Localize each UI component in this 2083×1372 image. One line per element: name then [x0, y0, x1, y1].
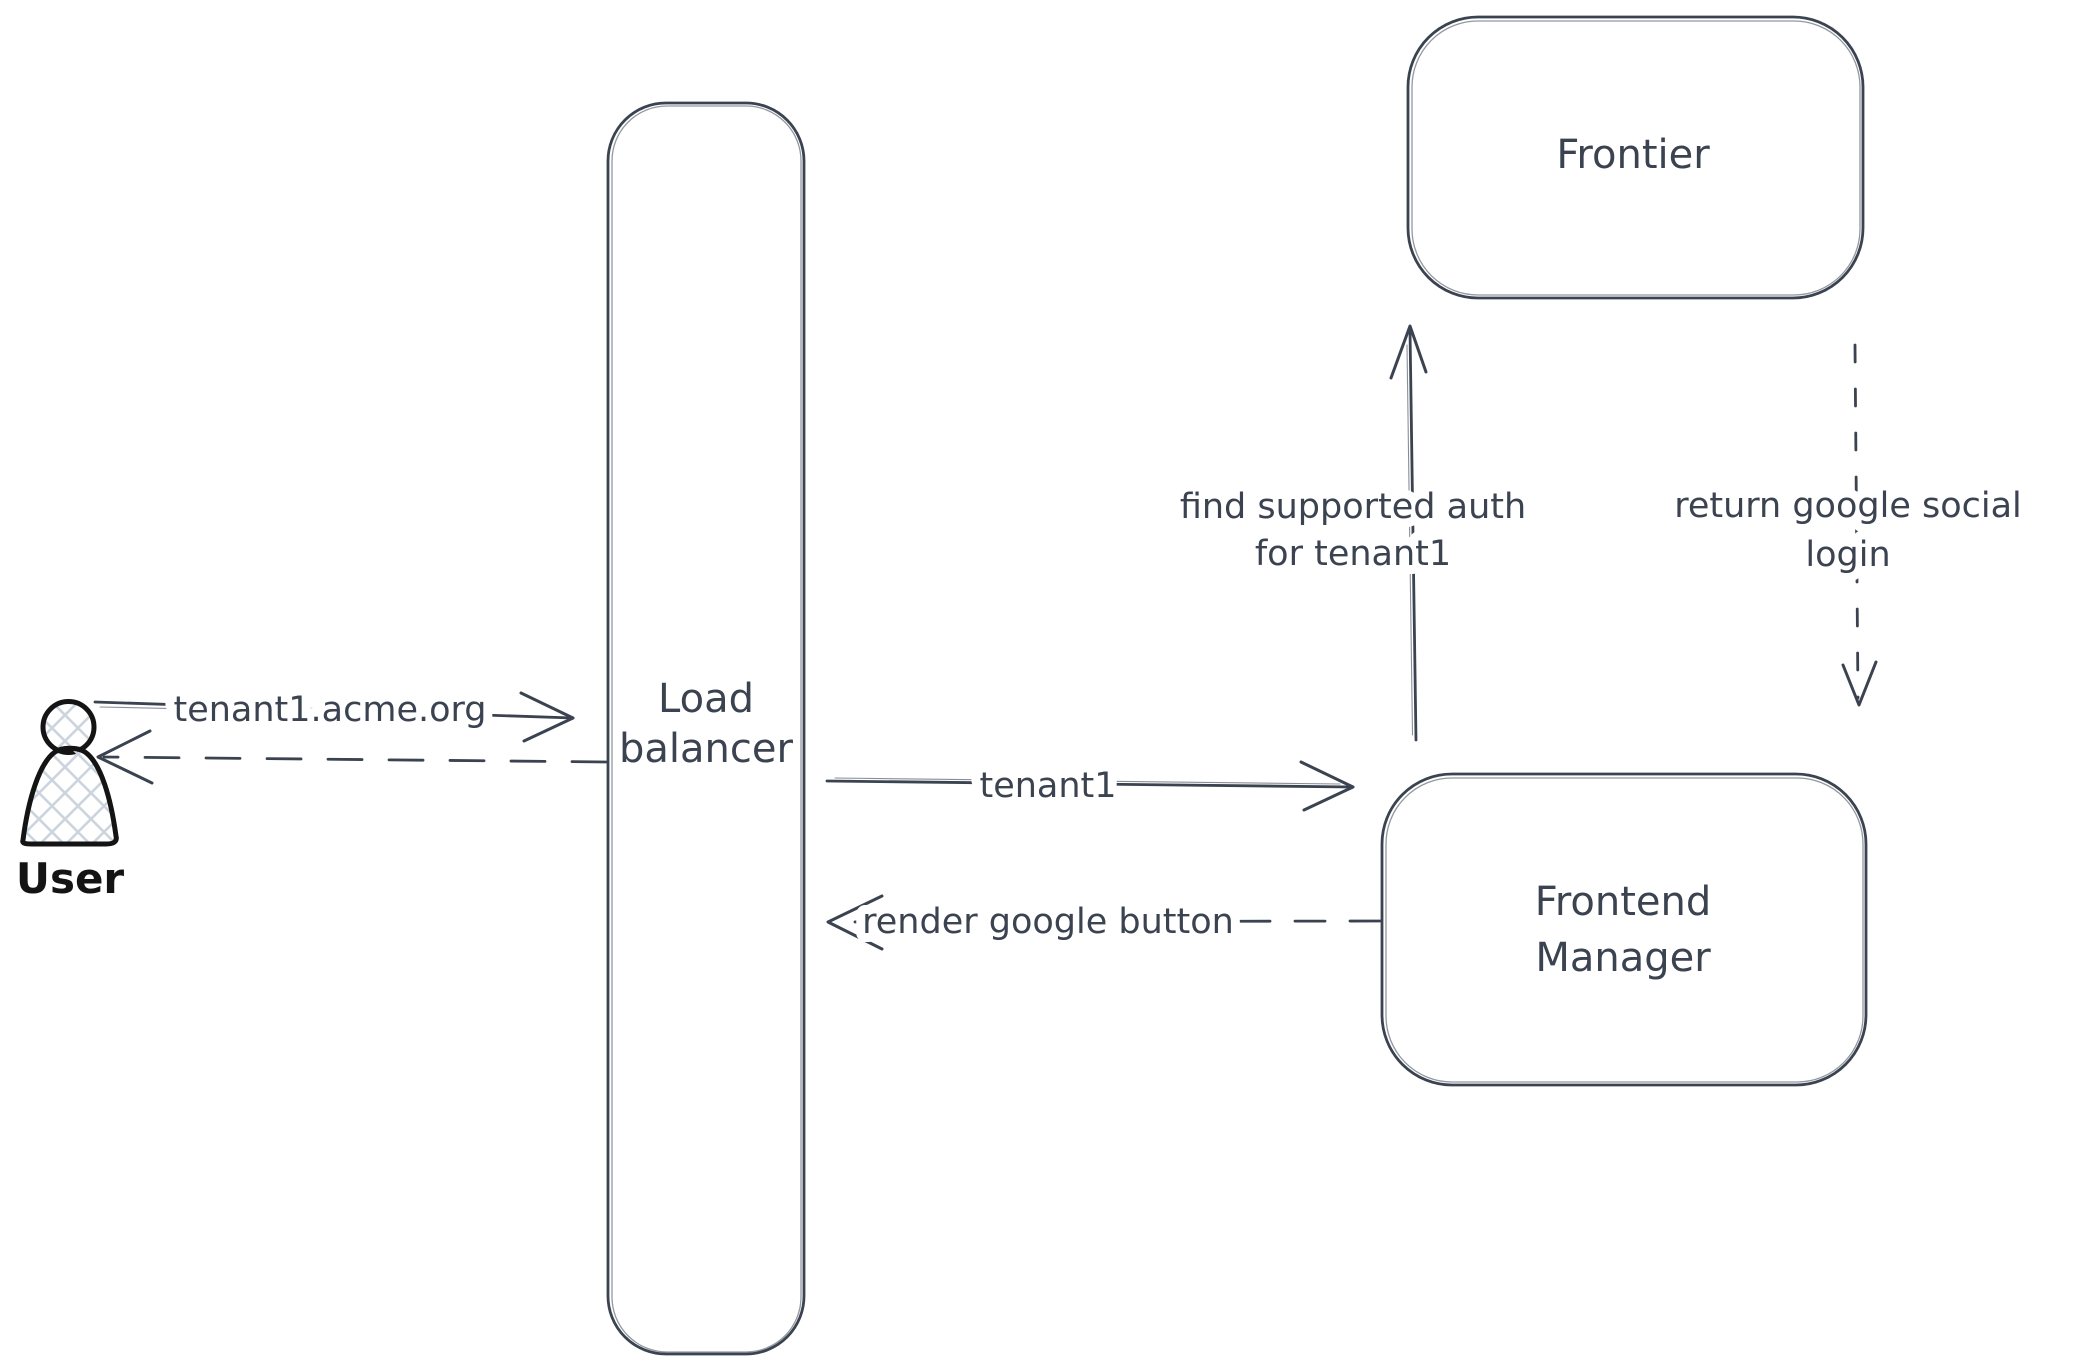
node-frontend-manager-label-line1: Frontend — [1535, 879, 1712, 925]
node-load-balancer-label-line2: balancer — [619, 726, 793, 772]
arrowhead-left-icon — [96, 729, 154, 785]
user-head-icon — [40, 699, 97, 755]
node-frontier-label: Frontier — [1556, 132, 1710, 178]
arrowhead-down-icon — [1841, 660, 1878, 707]
edge-tenant1-label: tenant1 — [979, 766, 1116, 806]
arrowhead-right-icon — [519, 691, 575, 743]
actor-user: User — [11, 699, 129, 908]
node-frontend-manager: Frontend Manager — [1380, 772, 1868, 1087]
node-frontend-manager-label-line2: Manager — [1535, 935, 1711, 981]
edge-find-supported-auth-label-line2: for tenant1 — [1255, 534, 1451, 574]
edge-render-google-button-label: render google button — [862, 902, 1234, 942]
user-body-icon — [20, 745, 119, 847]
edge-render-google-button: render google button — [826, 893, 1382, 951]
edge-return-google-social-label-line1: return google social — [1674, 486, 2022, 526]
edge-return-google-social-label-line2: login — [1805, 535, 1890, 575]
edge-tenant1: tenant1 — [825, 757, 1355, 815]
edge-response-dashed — [96, 729, 608, 785]
arrowhead-right-icon — [1299, 760, 1355, 812]
edge-request-tenant1-acme-org: tenant1.acme.org — [93, 681, 575, 743]
arrowhead-up-icon — [1389, 324, 1428, 380]
node-load-balancer-label-line1: Load — [658, 676, 754, 722]
edge-request-label: tenant1.acme.org — [173, 690, 486, 730]
edge-find-supported-auth-label-line1: find supported auth — [1180, 487, 1526, 527]
actor-user-label: User — [16, 854, 125, 903]
node-load-balancer: Load balancer — [606, 101, 806, 1356]
edge-return-google-social: return google social login — [1665, 343, 2031, 707]
edge-find-supported-auth: find supported auth for tenant1 — [1171, 324, 1535, 742]
node-frontier: Frontier — [1406, 15, 1865, 300]
arrowhead-left-icon — [826, 894, 884, 951]
